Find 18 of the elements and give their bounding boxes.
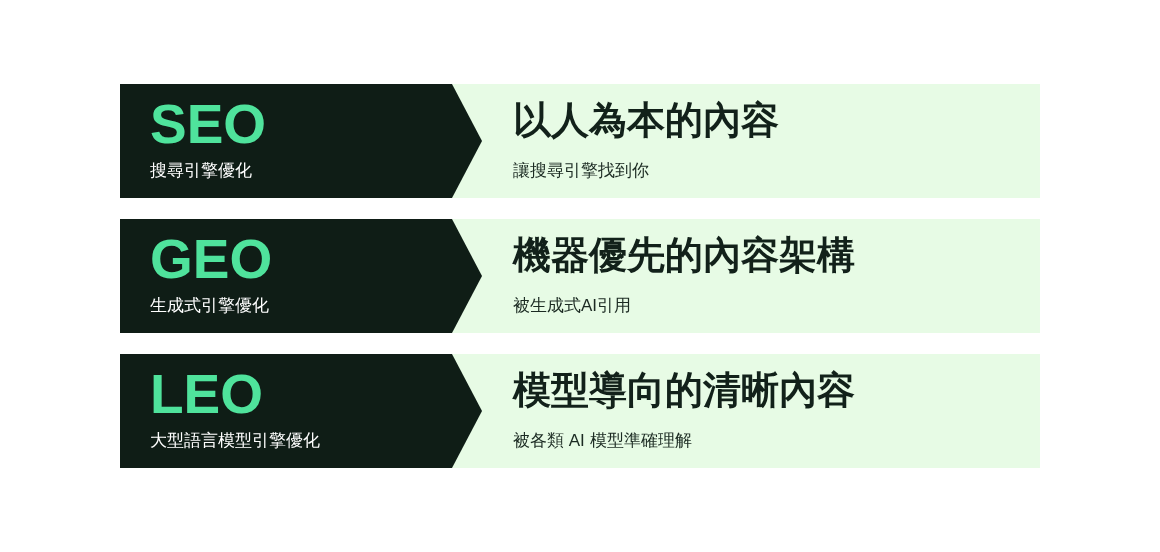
content-panel	[452, 219, 1040, 333]
content-subtitle: 被各類 AI 模型準確理解	[513, 430, 692, 452]
content-subtitle: 讓搜尋引擎找到你	[513, 160, 649, 182]
content-heading: 機器優先的內容架構	[513, 233, 855, 278]
acronym-heading: SEO	[150, 97, 267, 152]
term-subtitle: 大型語言模型引擎優化	[150, 430, 320, 452]
acronym-heading: GEO	[150, 232, 273, 287]
acronym-heading: LEO	[150, 367, 264, 422]
chevron-banner	[120, 354, 482, 468]
content-subtitle: 被生成式AI引用	[513, 295, 632, 317]
chevron-banner	[120, 219, 482, 333]
term-subtitle: 搜尋引擎優化	[150, 160, 252, 182]
content-panel	[452, 84, 1040, 198]
chevron-banner	[120, 84, 482, 198]
content-panel	[452, 354, 1040, 468]
content-heading: 以人為本的內容	[513, 98, 779, 143]
content-heading: 模型導向的清晰內容	[513, 368, 855, 413]
term-subtitle: 生成式引擎優化	[150, 295, 269, 317]
